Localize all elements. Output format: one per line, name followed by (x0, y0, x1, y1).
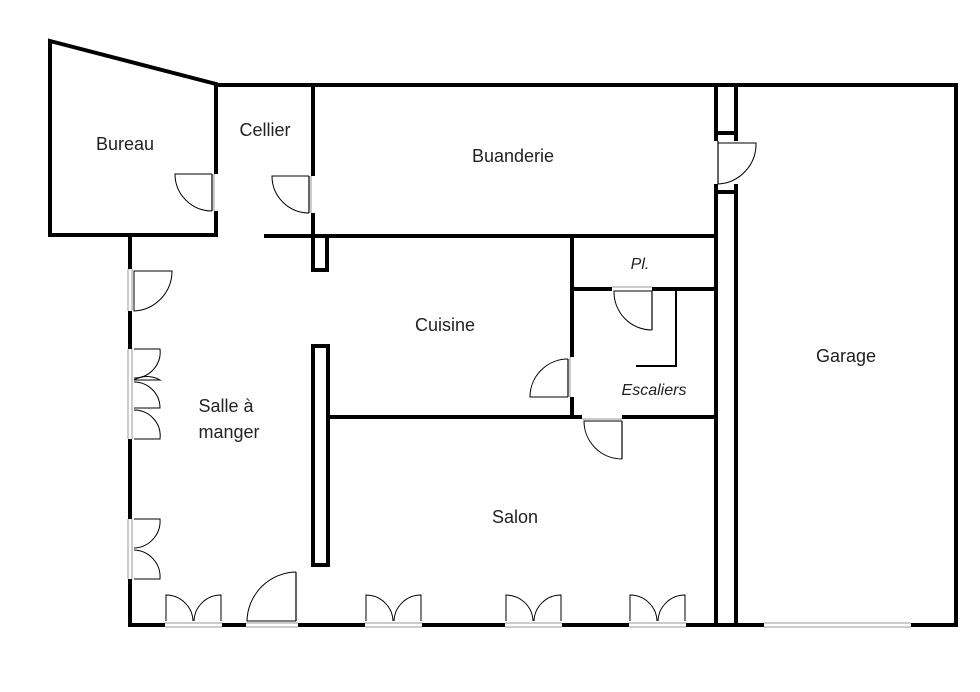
stair-rail (636, 289, 677, 367)
door-entry (246, 571, 297, 622)
door-garage (717, 141, 757, 185)
window-left-1 (133, 270, 173, 312)
label-garage: Garage (816, 346, 876, 366)
pillar-long (311, 344, 330, 567)
label-placard: Pl. (631, 256, 650, 273)
window-left-2 (133, 348, 162, 440)
window-bottom-4 (629, 594, 686, 622)
window-bottom-2 (365, 594, 422, 622)
window-bottom-3 (505, 594, 562, 622)
door-salon (583, 420, 623, 460)
label-salle-line2: manger (198, 422, 259, 442)
pillar-small (311, 234, 329, 272)
label-cellier: Cellier (239, 120, 290, 140)
walls (48, 38, 958, 627)
doors (133, 141, 757, 622)
label-buanderie: Buanderie (472, 146, 554, 166)
door-escaliers (613, 290, 653, 331)
door-bureau (174, 173, 213, 212)
openings (127, 137, 911, 628)
bureau-walls (48, 38, 218, 237)
sills (127, 174, 911, 628)
garage-partition-upper (714, 83, 738, 135)
room-labels: Bureau Cellier Buanderie Pl. Cuisine Esc… (96, 120, 876, 527)
window-left-3 (133, 518, 161, 580)
label-cuisine: Cuisine (415, 315, 475, 335)
door-cellier (271, 175, 310, 214)
label-escaliers: Escaliers (622, 382, 687, 399)
label-bureau: Bureau (96, 134, 154, 154)
garage-partition-lower (714, 190, 738, 627)
label-salle-line1: Salle à (198, 396, 254, 416)
window-bottom-1 (165, 594, 222, 622)
label-salon: Salon (492, 507, 538, 527)
door-cuisine (529, 358, 569, 398)
